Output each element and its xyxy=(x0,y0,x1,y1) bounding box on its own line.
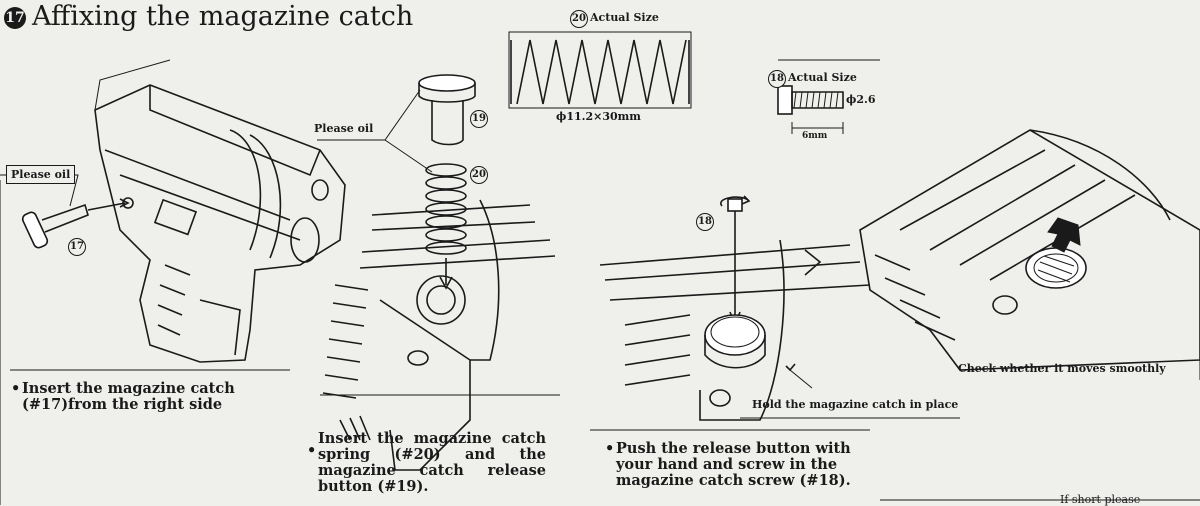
page-title: 17 Affixing the magazine catch xyxy=(4,0,413,34)
screw-actual-size-label: Actual Size xyxy=(788,71,857,84)
please-oil-label-2: Please oil xyxy=(314,122,374,135)
screw-length-label: 6mm xyxy=(802,131,828,141)
release-button-illustration xyxy=(418,74,476,146)
spring-actual-size-illustration xyxy=(508,31,692,109)
panel1-caption: •Insert the magazine catch (#17)from the… xyxy=(11,380,235,413)
screw-part-badge: 18 xyxy=(768,70,786,88)
oil-pointer-2 xyxy=(317,89,433,173)
receiver-check-illustration xyxy=(859,129,1200,380)
footer-fragment-text: If short please xyxy=(1060,493,1141,506)
part-20-callout: 20 xyxy=(470,166,494,184)
panel3-caption: •Push the release button with your hand … xyxy=(605,440,851,489)
please-oil-label-1: Please oil xyxy=(6,165,76,184)
part-19-callout: 19 xyxy=(470,110,494,128)
magazine-catch-part xyxy=(21,198,130,249)
screw-diameter-label: ϕ2.6 xyxy=(846,93,876,106)
part-17-callout: 17 xyxy=(68,238,92,256)
hold-pointer xyxy=(789,369,813,389)
spring-part-badge: 20 xyxy=(570,10,588,28)
receiver-section-illustration xyxy=(322,199,556,471)
check-smooth-label: Check whether it moves smoothly xyxy=(958,362,1166,375)
lower-receiver-illustration xyxy=(94,59,346,363)
hold-catch-label: Hold the magazine catch in place xyxy=(752,398,959,411)
spring-actual-size-label: Actual Size xyxy=(590,11,659,24)
part-18-callout: 18 xyxy=(696,213,720,231)
receiver-right-illustration xyxy=(599,239,871,421)
title-text: Affixing the magazine catch xyxy=(32,1,414,32)
screw-actual-size-illustration xyxy=(777,59,880,134)
panel2-caption: •Insert the magazine catch spring (#20) … xyxy=(307,430,546,495)
spring-illustration xyxy=(425,163,467,290)
step-number-badge: 17 xyxy=(4,7,26,29)
spring-dimension-label: ϕ11.2×30mm xyxy=(556,110,641,123)
screw-install-illustration xyxy=(719,195,751,327)
